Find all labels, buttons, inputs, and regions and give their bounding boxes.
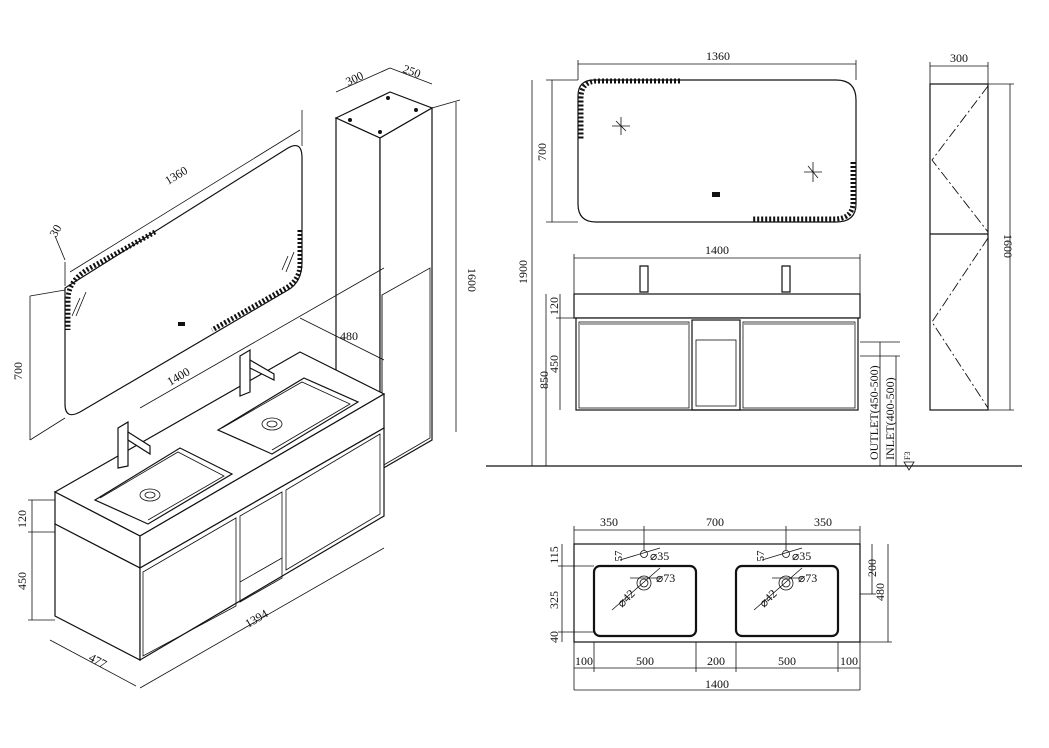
front-cabinet-height: 450 [547, 355, 561, 373]
iso-top-height: 120 [15, 510, 29, 528]
plan-bottom-dim-1: 100 [575, 654, 593, 668]
plan-right-dim-1: 200 [865, 559, 879, 577]
plan-drain-2: ⌀73 [798, 571, 817, 585]
front-top-height: 120 [547, 297, 561, 315]
plan-tap-offset-2: 57 [755, 550, 767, 562]
plan-right-dim-2: 480 [873, 583, 887, 601]
front-install-height: 850 [537, 371, 551, 389]
front-view: 1360 700 1900 1400 120 [486, 49, 1022, 471]
iso-vanity-width: 1400 [165, 364, 193, 388]
plan-drain-1: ⌀73 [656, 571, 675, 585]
plan-top-dim-2: 700 [706, 515, 724, 529]
iso-vanity: 1400 480 120 450 1394 477 [15, 267, 386, 689]
front-mirror-height: 700 [535, 143, 549, 161]
floor-mark: F3 [903, 452, 912, 460]
front-mirror-width: 1360 [706, 49, 730, 63]
plan-left-dim-1: 115 [547, 546, 561, 564]
plan-total-width: 1400 [705, 677, 729, 691]
isometric-view: 1360 30 700 300 250 [11, 62, 479, 689]
plan-bottom-dim-4: 500 [778, 654, 796, 668]
iso-column-width: 250 [401, 62, 423, 81]
iso-column: 300 250 1600 [334, 62, 479, 472]
iso-mirror-height: 700 [11, 362, 25, 380]
plan-bottom-dim-2: 500 [636, 654, 654, 668]
iso-column-height: 1600 [465, 268, 479, 292]
plan-top-dim-3: 350 [814, 515, 832, 529]
plan-bottom-dim-3: 200 [707, 654, 725, 668]
side-view: 300 1600 [929, 51, 1015, 411]
outlet-label: OUTLET(450-500) [867, 365, 881, 460]
iso-mirror-width: 1360 [162, 163, 190, 187]
iso-bottom-depth: 477 [87, 650, 109, 671]
iso-vanity-depth: 480 [340, 329, 358, 343]
iso-mirror-frame: 30 [46, 222, 64, 239]
front-mirror: 1360 700 [535, 49, 857, 223]
plan-view: 57 ⌀35 ⌀73 ⌀42 57 ⌀35 ⌀73 ⌀42 350 700 35… [547, 515, 892, 691]
plan-bottom-dim-5: 100 [840, 654, 858, 668]
front-vanity: 1400 120 450 850 [537, 243, 861, 466]
front-total-height: 1900 [516, 260, 530, 284]
plan-tap-offset-1: 57 [613, 550, 625, 562]
iso-cabinet-height: 450 [15, 572, 29, 590]
front-vanity-width: 1400 [705, 243, 729, 257]
plan-left-dim-2: 325 [547, 591, 561, 609]
inlet-label: INLET(400-500) [883, 377, 897, 460]
side-column-height: 1600 [1001, 234, 1015, 258]
plan-top-dim-1: 350 [600, 515, 618, 529]
iso-column-depth: 300 [343, 68, 365, 88]
plan-tap-hole-2: ⌀35 [792, 549, 811, 563]
iso-bottom-width: 1394 [243, 606, 271, 630]
plan-left-dim-3: 40 [547, 631, 561, 643]
plan-tap-hole-1: ⌀35 [650, 549, 669, 563]
side-column-depth: 300 [950, 51, 968, 65]
